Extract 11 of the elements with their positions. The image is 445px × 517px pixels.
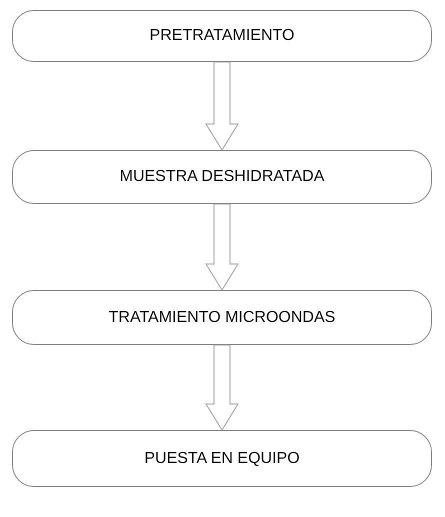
process-box	[12, 10, 432, 62]
step-label: PUESTA EN EQUIPO	[144, 450, 300, 468]
step-label: MUESTRA DESHIDRATADA	[120, 168, 324, 186]
step-label: PRETRATAMIENTO	[150, 27, 294, 45]
block-arrow	[205, 62, 239, 151]
process-box	[12, 290, 432, 345]
process-box	[12, 430, 432, 487]
block-arrow	[205, 204, 239, 291]
block-arrow	[205, 344, 239, 431]
step-label: TRATAMIENTO MICROONDAS	[108, 308, 336, 326]
process-box	[12, 150, 432, 204]
